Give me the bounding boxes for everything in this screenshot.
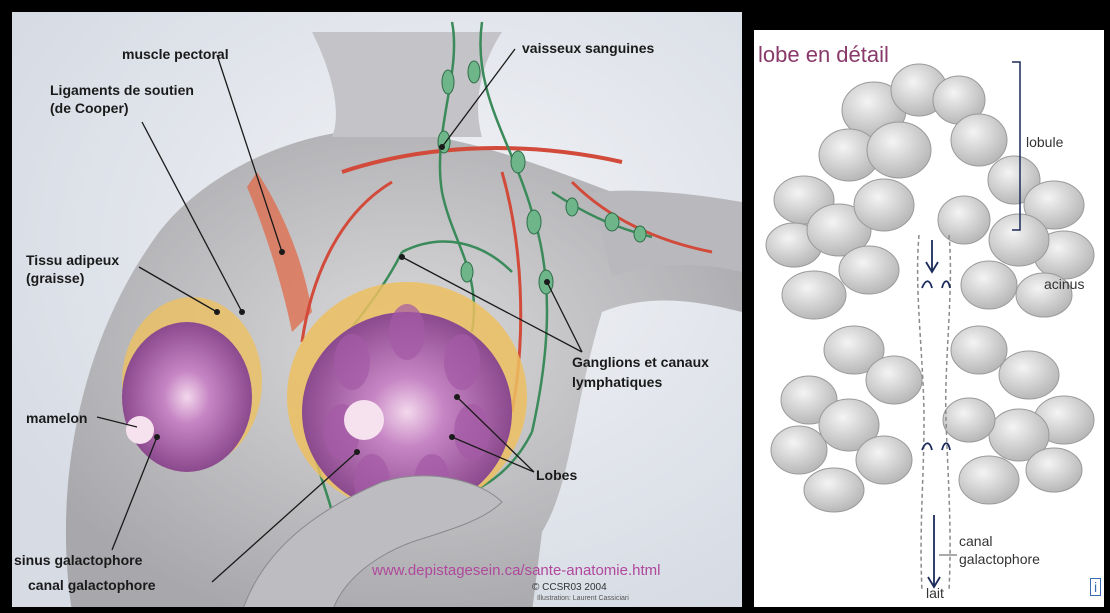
label-ligaments-cooper: (de Cooper) bbox=[50, 100, 129, 117]
label-canal-galactophore: canal galactophore bbox=[28, 577, 156, 594]
lobe-detail-drawing bbox=[754, 30, 1104, 607]
label-vaisseux-sanguines: vaisseux sanguines bbox=[522, 40, 654, 57]
label-tissu-adipeux: Tissu adipeux bbox=[26, 252, 119, 269]
breast-anatomy-illustration: muscle pectoral Ligaments de soutien (de… bbox=[12, 12, 742, 607]
label-graisse: (graisse) bbox=[26, 270, 84, 287]
label-lobule: lobule bbox=[1026, 134, 1063, 151]
label-muscle-pectoral: muscle pectoral bbox=[122, 46, 229, 63]
right-nipple bbox=[344, 400, 384, 440]
label-ganglions: Ganglions et canaux bbox=[572, 354, 709, 371]
label-ligaments: Ligaments de soutien bbox=[50, 82, 194, 99]
label-sinus-galactophore: sinus galactophore bbox=[14, 552, 142, 569]
lobule-bracket bbox=[1012, 62, 1020, 230]
info-badge: i bbox=[1090, 578, 1101, 596]
label-mamelon: mamelon bbox=[26, 410, 87, 427]
label-acinus: acinus bbox=[1044, 276, 1084, 293]
label-lobes: Lobes bbox=[536, 467, 577, 484]
milk-duct bbox=[918, 235, 924, 590]
label-galactophore: galactophore bbox=[959, 551, 1040, 568]
panel-title: lobe en détail bbox=[758, 42, 889, 68]
source-url: www.depistagesein.ca/sante-anatomie.html bbox=[372, 562, 661, 579]
illustration-credit: Illustration: Laurent Cassiciari bbox=[537, 595, 629, 602]
copyright: © CCSR03 2004 bbox=[532, 582, 607, 593]
left-breast-lobes bbox=[122, 322, 252, 472]
label-lymphatiques: lymphatiques bbox=[572, 374, 662, 391]
label-canal: canal bbox=[959, 533, 992, 550]
label-lait: lait bbox=[926, 585, 944, 602]
left-nipple bbox=[126, 416, 154, 444]
lobe-detail-panel: lobe en détail lobule acinus canal galac… bbox=[754, 30, 1104, 607]
